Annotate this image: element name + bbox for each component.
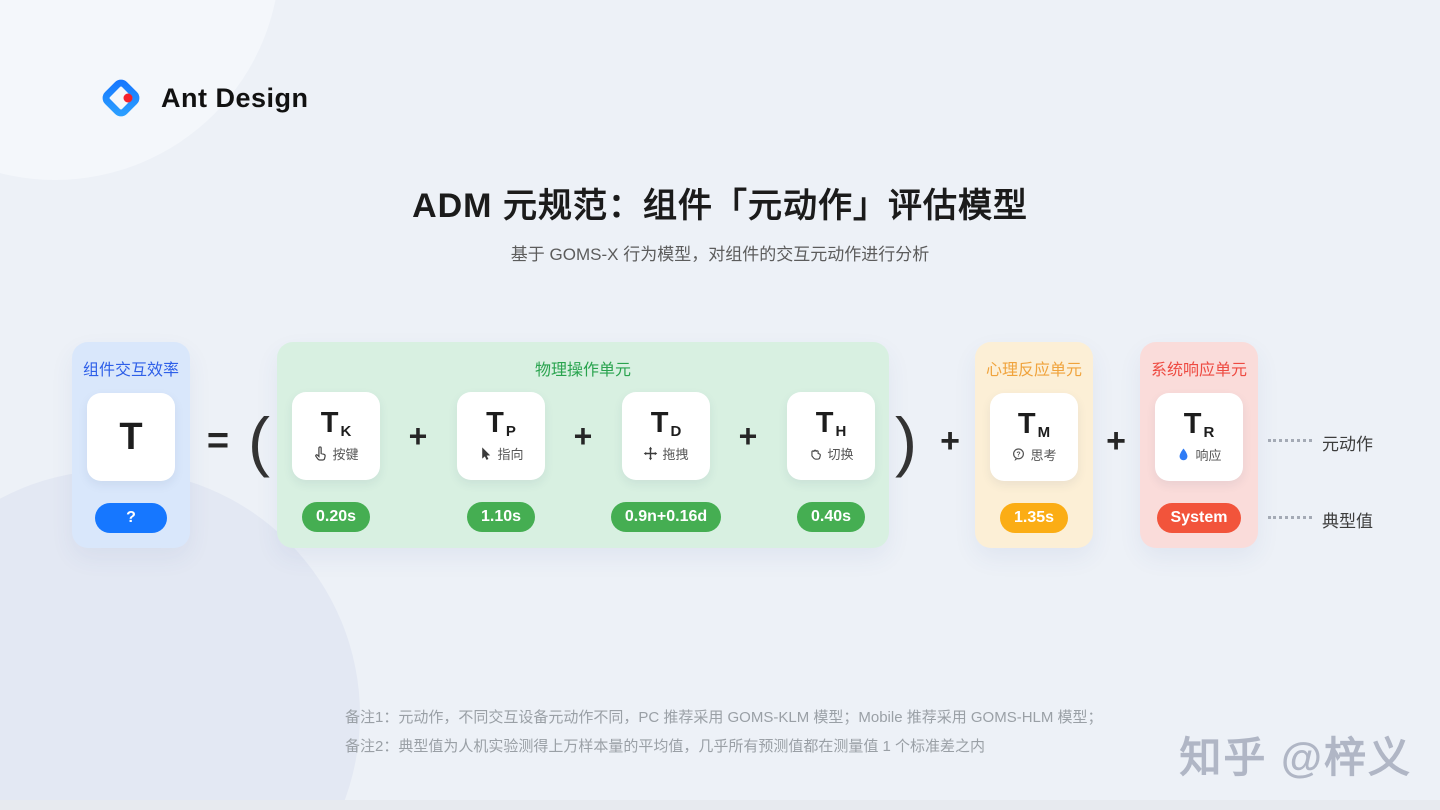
action-label: 按键: [332, 447, 359, 462]
result-group: 组件交互效率 T ?: [72, 342, 190, 548]
typical-value-pill: 0.9n+0.16d: [610, 502, 722, 532]
result-group-label: 组件交互效率: [82, 362, 179, 379]
physical-group-label: 物理操作单元: [534, 362, 631, 379]
action-row: 拖拽: [643, 444, 689, 463]
action-label: 切换: [827, 447, 854, 462]
system-group-label: 系统响应单元: [1150, 362, 1247, 379]
result-value-pill: ?: [95, 503, 167, 533]
t-letter: T: [815, 407, 834, 439]
typical-value-pill: 1.10s: [466, 502, 536, 532]
hand-switch-icon: [811, 449, 822, 460]
action-row: 切换: [808, 444, 854, 463]
t-letter: T: [1183, 408, 1202, 440]
plus-operator: +: [1106, 422, 1126, 460]
t-subscript: H: [835, 423, 847, 440]
action-label: 思考: [1030, 448, 1057, 463]
legend-dotted-line-meta-action: [1268, 439, 1312, 442]
t-letter: T: [1017, 408, 1036, 440]
legend-label-typical-value: 典型值: [1322, 512, 1373, 531]
action-row: 响应: [1176, 445, 1222, 464]
zhihu-watermark: 知乎 @梓义: [1179, 734, 1412, 781]
action-label: 指向: [497, 447, 524, 462]
t-subscript: R: [1203, 424, 1215, 441]
brand-header: Ant Design: [95, 72, 309, 124]
close-paren: ): [895, 404, 917, 478]
t-subscript: D: [670, 423, 682, 440]
plus-operator: +: [738, 418, 758, 454]
t-subscript: K: [340, 423, 352, 440]
svg-text:?: ?: [1017, 451, 1021, 458]
plus-operator: +: [940, 422, 960, 460]
typical-value-pill: 0.20s: [301, 502, 371, 532]
t-letter: T: [486, 407, 504, 439]
page-title: ADM 元规范：组件「元动作」评估模型: [412, 187, 1028, 225]
result-card: T: [87, 393, 175, 481]
typical-value-pill: System: [1156, 503, 1242, 533]
action-label: 响应: [1195, 448, 1222, 463]
t-letter: T: [650, 407, 669, 439]
ant-design-logo-icon: [102, 79, 140, 117]
cursor-icon: [482, 447, 491, 460]
t-letter: T: [119, 416, 143, 458]
t-subscript: M: [1037, 424, 1051, 441]
typical-value-pill: 1.35s: [999, 503, 1069, 533]
legend-dotted-line-typical-value: [1268, 516, 1312, 519]
t-symbol: T: [119, 418, 142, 456]
footnote-1: 备注1：元动作，不同交互设备元动作不同，PC 推荐采用 GOMS-KLM 模型；…: [345, 709, 1103, 726]
open-paren: (: [248, 404, 270, 478]
mental-group-label: 心理反应单元: [985, 362, 1082, 379]
footnote-2: 备注2：典型值为人机实验测得上万样本量的平均值，几乎所有预测值都在测量值 1 个…: [345, 738, 986, 755]
think-icon: ?: [1013, 448, 1025, 461]
legend-label-meta-action: 元动作: [1322, 435, 1373, 454]
equals-operator: =: [206, 420, 230, 462]
page-subtitle: 基于 GOMS-X 行为模型，对组件的交互元动作进行分析: [510, 245, 930, 264]
typical-value-pill: 0.40s: [796, 502, 866, 532]
action-label: 拖拽: [662, 447, 689, 462]
bottom-strip: [0, 800, 1440, 810]
plus-operator: +: [573, 418, 593, 454]
drag-icon: [644, 446, 658, 461]
response-icon: [1180, 448, 1188, 461]
action-row: 按键: [313, 444, 359, 463]
t-subscript: P: [505, 423, 516, 440]
action-row: 指向: [478, 444, 524, 463]
action-row: ? 思考: [1011, 445, 1057, 464]
t-letter: T: [320, 407, 339, 439]
keypress-icon: [315, 446, 327, 461]
brand-name: Ant Design: [161, 82, 309, 113]
plus-operator: +: [408, 418, 428, 454]
